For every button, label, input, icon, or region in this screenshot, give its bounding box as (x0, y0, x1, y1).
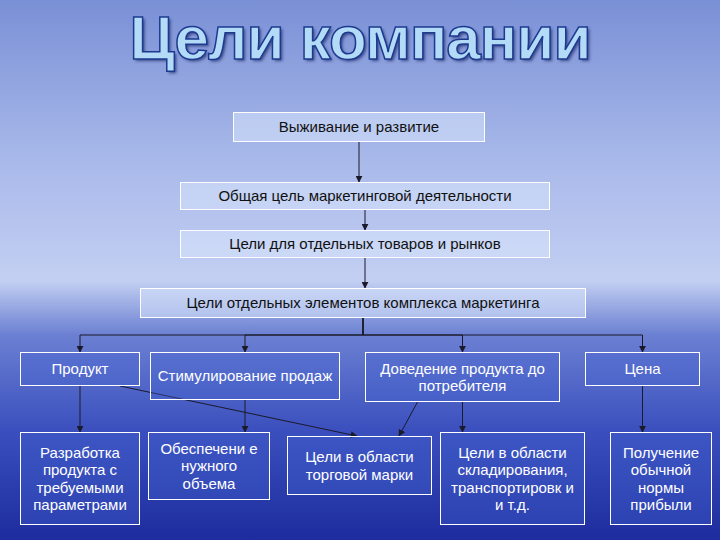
goal-box: Цели в области торговой марки (287, 436, 432, 495)
box-text: Общая цель маркетинговой деятельности (218, 187, 511, 204)
box-text: Выживание и развитие (279, 118, 439, 135)
box-text: Цели отдельных элементов комплекса марке… (187, 294, 540, 311)
goal-box: Стимулирование продаж (150, 352, 340, 400)
goal-box: Получение обычной нормы прибыли (610, 432, 712, 525)
connector-arrow (462, 402, 463, 432)
box-text: Доведение продукта до потребителя (371, 360, 554, 395)
connector-arrow (245, 318, 363, 352)
connector-arrow (365, 210, 366, 230)
box-text: Обеспечени е нужного объема (154, 440, 264, 492)
goal-box: Доведение продукта до потребителя (365, 352, 560, 402)
connector-arrow (642, 386, 643, 432)
connector-arrow (80, 318, 363, 352)
box-text: Продукт (52, 360, 109, 377)
goal-box: Цели в области складирования, транспорти… (440, 432, 585, 525)
box-text: Цели для отдельных товаров и рынков (229, 235, 500, 252)
connector-arrow (399, 402, 418, 436)
box-text: Разработка продукта с требуемыми парамет… (26, 444, 134, 513)
box-text: Стимулирование продаж (158, 367, 332, 384)
goal-box: Обеспечени е нужного объема (148, 432, 270, 500)
connector-arrow (245, 400, 246, 432)
connector-arrow (80, 386, 81, 432)
goal-box: Цена (585, 352, 700, 386)
connector-arrow (359, 142, 360, 182)
connector-arrow (365, 258, 366, 288)
goal-box: Общая цель маркетинговой деятельности (180, 182, 550, 210)
box-text: Получение обычной нормы прибыли (616, 444, 706, 513)
box-text: Цели в области складирования, транспорти… (446, 444, 579, 513)
goal-box: Выживание и развитие (233, 112, 485, 142)
box-text: Цели в области торговой марки (293, 448, 426, 483)
goal-box: Разработка продукта с требуемыми парамет… (20, 432, 140, 525)
goal-box: Цели отдельных элементов комплекса марке… (140, 288, 586, 318)
diagram-title: Цели компании (0, 2, 720, 73)
box-text: Цена (624, 360, 660, 377)
goal-box: Продукт (20, 352, 140, 386)
connector-arrow (363, 318, 643, 352)
goal-box: Цели для отдельных товаров и рынков (180, 230, 550, 258)
